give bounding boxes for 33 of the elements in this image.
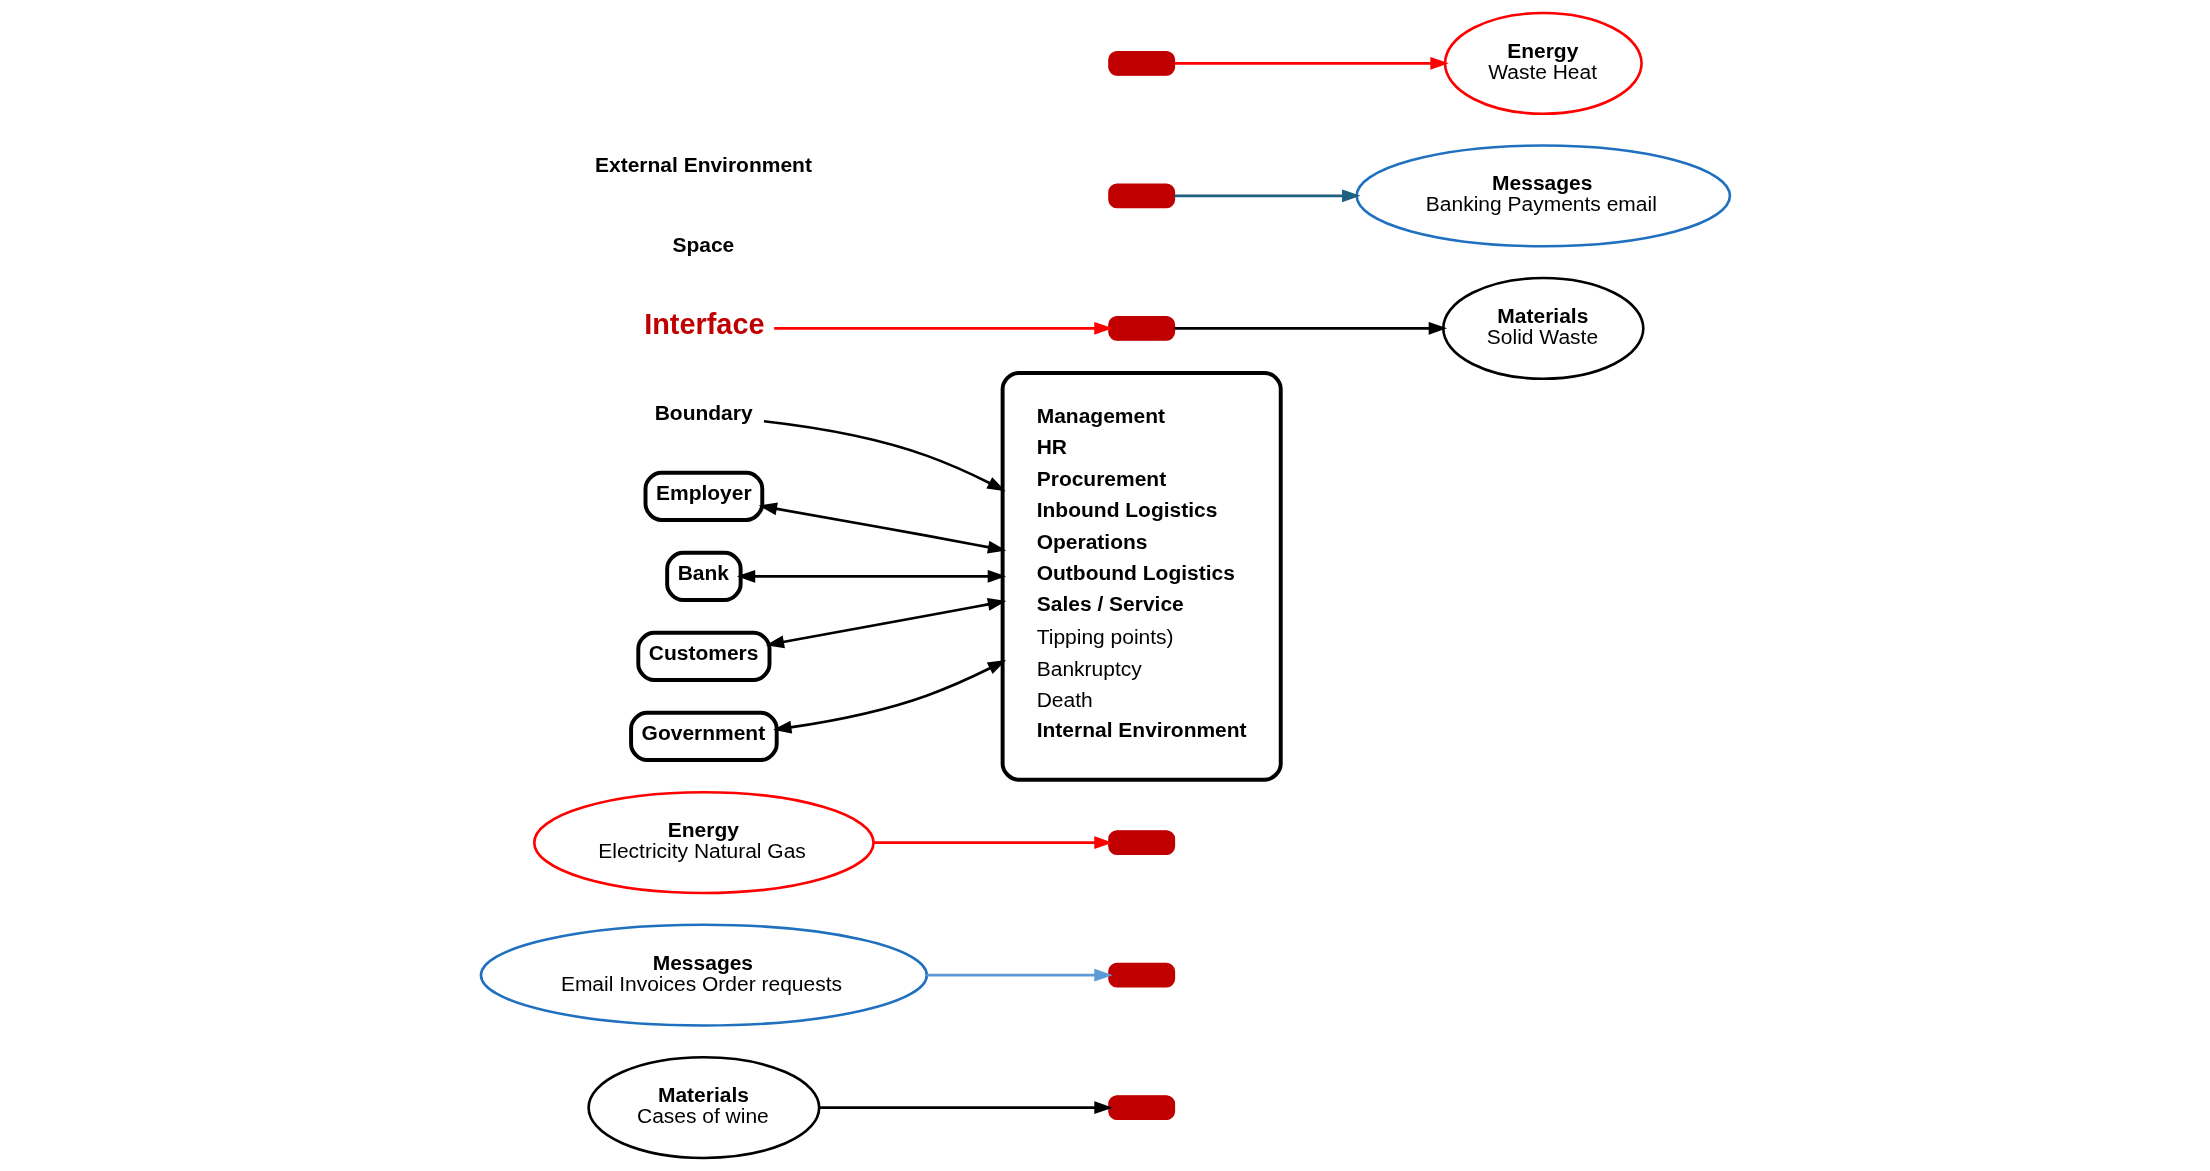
node-ellipse: Energy Electricity Natural Gas bbox=[532, 791, 875, 895]
node-bar bbox=[1107, 315, 1175, 341]
node-bar bbox=[1107, 1095, 1175, 1121]
arrow bbox=[873, 836, 1113, 850]
node-bar bbox=[1107, 962, 1175, 988]
arrow bbox=[758, 502, 1006, 554]
node-box: Management HR Procurement Inbound Logistics Operations Outbound Logistics Sales / Service Tipping points) Bankruptcy Death Internal Environment bbox=[1000, 371, 1283, 782]
node-ellipse: Messages Banking Payments email bbox=[1354, 144, 1731, 248]
arrow bbox=[1174, 56, 1449, 70]
node-box: Government bbox=[628, 710, 779, 762]
node-bar bbox=[1107, 830, 1175, 856]
arrow bbox=[1174, 189, 1360, 203]
node-text: Interface bbox=[643, 308, 765, 341]
arrow bbox=[818, 1101, 1113, 1115]
node-ellipse: Materials Cases of wine bbox=[586, 1056, 820, 1160]
arrow bbox=[926, 968, 1113, 982]
arrow bbox=[736, 569, 1006, 583]
label: External Environment bbox=[594, 152, 812, 176]
node-bar bbox=[1107, 50, 1175, 76]
arrow bbox=[773, 321, 1113, 335]
node-ellipse: Materials Solid Waste bbox=[1441, 276, 1645, 380]
node-box: Employer bbox=[643, 470, 764, 522]
arrow bbox=[763, 419, 1006, 492]
node-bar bbox=[1107, 183, 1175, 209]
node-ellipse: Messages Email Invoices Order requests bbox=[479, 923, 928, 1027]
arrow bbox=[1174, 321, 1447, 335]
arrow bbox=[772, 660, 1006, 734]
node-box: Bank bbox=[664, 550, 743, 602]
node-text: Boundary bbox=[654, 400, 753, 424]
node-ellipse: Energy Waste Heat bbox=[1443, 11, 1643, 115]
label: Space bbox=[671, 233, 734, 257]
node-box: Customers bbox=[635, 630, 771, 682]
arrow bbox=[765, 598, 1006, 649]
